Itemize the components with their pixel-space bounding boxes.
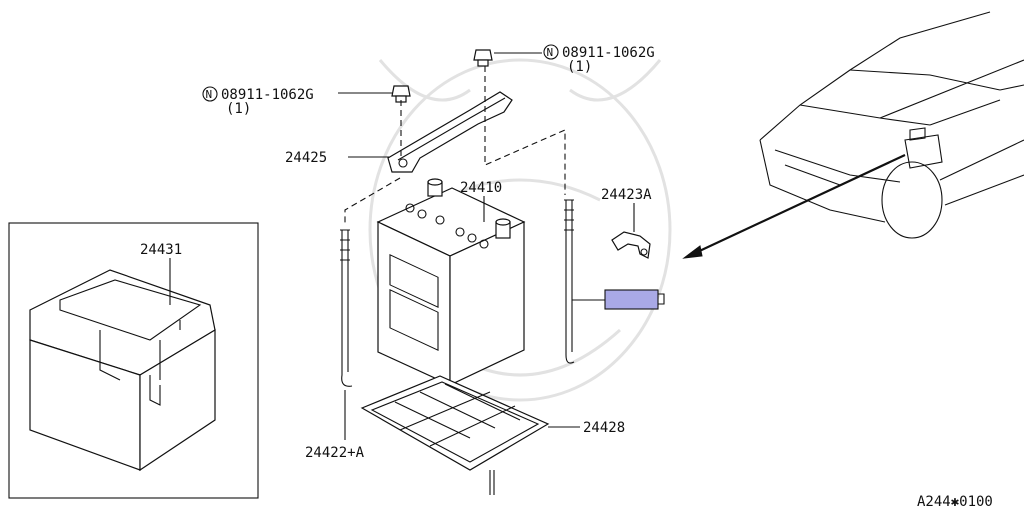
nut-right-code: 08911-1062G bbox=[562, 45, 655, 61]
watermark-emblem bbox=[368, 58, 672, 402]
label-24410: 24410 bbox=[460, 180, 502, 196]
nut-icon[interactable] bbox=[391, 85, 411, 103]
highlight-marker-tip bbox=[658, 293, 665, 305]
nut-icon[interactable] bbox=[473, 49, 493, 67]
battery-terminal-positive bbox=[427, 178, 443, 197]
highlight-marker[interactable] bbox=[604, 289, 659, 310]
guide-nut-right bbox=[484, 66, 566, 195]
cover-inset: 24431 bbox=[8, 222, 259, 499]
battery-rod-left[interactable] bbox=[340, 229, 353, 387]
battery-holder-24425[interactable] bbox=[387, 91, 513, 173]
car-icon bbox=[759, 11, 1024, 239]
bracket-24423A[interactable] bbox=[611, 231, 651, 259]
battery-cover-24431[interactable] bbox=[29, 269, 216, 472]
label-24422: 24422+A bbox=[305, 445, 365, 461]
n-circle-icon bbox=[543, 44, 559, 60]
nut-right-qty: (1) bbox=[567, 59, 592, 75]
drawing-code: A244✱0100 bbox=[917, 494, 993, 510]
n-circle-icon bbox=[202, 86, 218, 102]
label-24425: 24425 bbox=[285, 150, 327, 166]
battery-rod-right[interactable] bbox=[564, 199, 575, 364]
battery-24410[interactable] bbox=[376, 178, 526, 386]
guide-rod-left bbox=[344, 177, 401, 225]
label-24431: 24431 bbox=[140, 242, 182, 258]
n-mark-right: N bbox=[547, 46, 554, 59]
label-24428: 24428 bbox=[583, 420, 625, 436]
n-mark-left: N bbox=[206, 88, 213, 101]
nut-right-group: N 08911-1062G (1) bbox=[473, 44, 655, 75]
nut-left-qty: (1) bbox=[226, 101, 251, 117]
inset-frame bbox=[8, 222, 259, 499]
battery-tray-24428[interactable] bbox=[360, 375, 550, 495]
nut-left-group: N 08911-1062G (1) bbox=[202, 85, 411, 117]
nut-left-code: 08911-1062G bbox=[221, 87, 314, 103]
label-24423A: 24423A bbox=[601, 187, 652, 203]
pointer-arrow bbox=[682, 154, 906, 259]
battery-terminal-negative bbox=[495, 218, 511, 239]
